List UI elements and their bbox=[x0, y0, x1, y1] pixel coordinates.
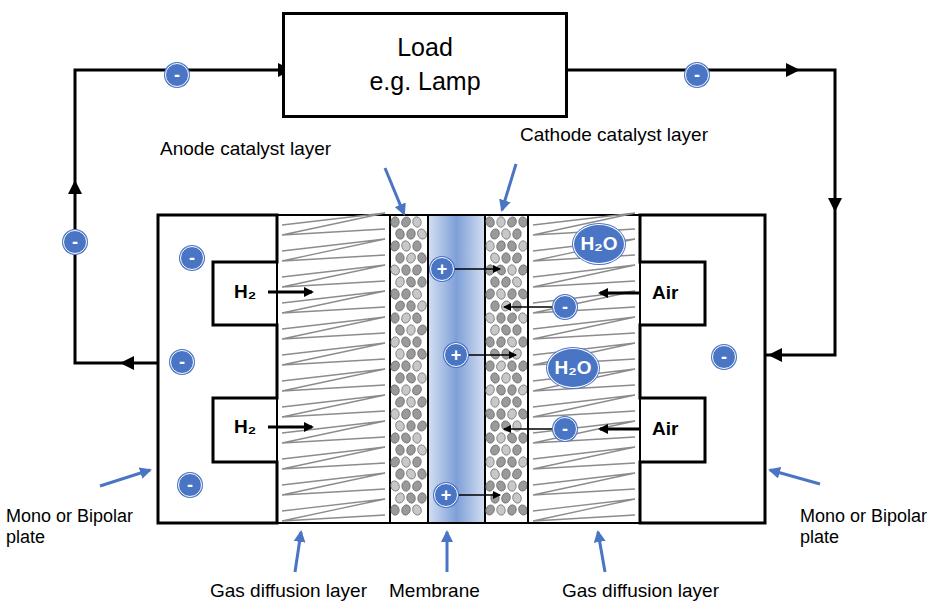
membrane bbox=[428, 215, 485, 523]
charge-sign: - bbox=[174, 66, 180, 84]
part-label: Gas diffusion layer bbox=[210, 580, 367, 602]
charge-circle: - bbox=[63, 230, 87, 254]
charge-circle: - bbox=[180, 246, 204, 270]
gas-label: H₂ bbox=[234, 416, 256, 438]
charge-circle: - bbox=[170, 350, 194, 374]
charge-sign: - bbox=[179, 353, 185, 371]
charge-circle: + bbox=[444, 343, 468, 367]
charge-sign: + bbox=[451, 346, 462, 364]
cathode-catalyst bbox=[485, 215, 528, 523]
load-text: e.g. Lamp bbox=[369, 65, 480, 99]
charge-circle: - bbox=[553, 295, 577, 319]
charge-sign: - bbox=[72, 233, 78, 251]
part-label: Cathode catalyst layer bbox=[520, 124, 708, 146]
leader-arrows bbox=[100, 164, 820, 572]
cathode-plate bbox=[640, 215, 765, 523]
charge-sign: - bbox=[721, 348, 727, 366]
load-box: Loade.g. Lamp bbox=[282, 12, 568, 118]
anode-gdl bbox=[277, 215, 390, 523]
ion-arrows bbox=[454, 269, 552, 495]
molecule-formula: H₂O bbox=[581, 233, 618, 255]
charge-circle: + bbox=[430, 257, 454, 281]
water-molecule: H₂O bbox=[573, 224, 625, 264]
charge-circle: - bbox=[712, 345, 736, 369]
gdl-fibres bbox=[533, 213, 635, 521]
gas-label: H₂ bbox=[234, 281, 256, 303]
load-text: Load bbox=[397, 31, 453, 65]
part-label: Membrane bbox=[389, 580, 480, 602]
anode-plate bbox=[158, 215, 277, 523]
charge-circle: - bbox=[178, 473, 202, 497]
charge-sign: - bbox=[562, 298, 568, 316]
charge-sign: - bbox=[694, 66, 700, 84]
water-molecule: H₂O bbox=[547, 348, 599, 388]
part-label: Gas diffusion layer bbox=[562, 580, 719, 602]
charge-sign: - bbox=[562, 420, 568, 438]
gdl-fibres bbox=[282, 213, 385, 521]
part-label: Mono or Bipolar plate bbox=[6, 506, 156, 547]
part-label: Mono or Bipolar plate bbox=[800, 506, 936, 547]
gas-label: Air bbox=[652, 282, 678, 304]
charge-sign: + bbox=[441, 486, 452, 504]
gas-label: Air bbox=[652, 418, 678, 440]
flow-arrows bbox=[268, 292, 640, 429]
cathode-gdl bbox=[528, 215, 640, 523]
catalyst-particles bbox=[484, 215, 529, 516]
charge-circle: - bbox=[165, 63, 189, 87]
charge-sign: - bbox=[189, 249, 195, 267]
charge-circle: - bbox=[553, 417, 577, 441]
part-label: Anode catalyst layer bbox=[160, 138, 331, 160]
molecule-formula: H₂O bbox=[555, 357, 592, 379]
charge-sign: + bbox=[437, 260, 448, 278]
charge-circle: - bbox=[685, 63, 709, 87]
charge-circle: + bbox=[434, 483, 458, 507]
charge-sign: - bbox=[187, 476, 193, 494]
catalyst-particles bbox=[389, 215, 428, 516]
